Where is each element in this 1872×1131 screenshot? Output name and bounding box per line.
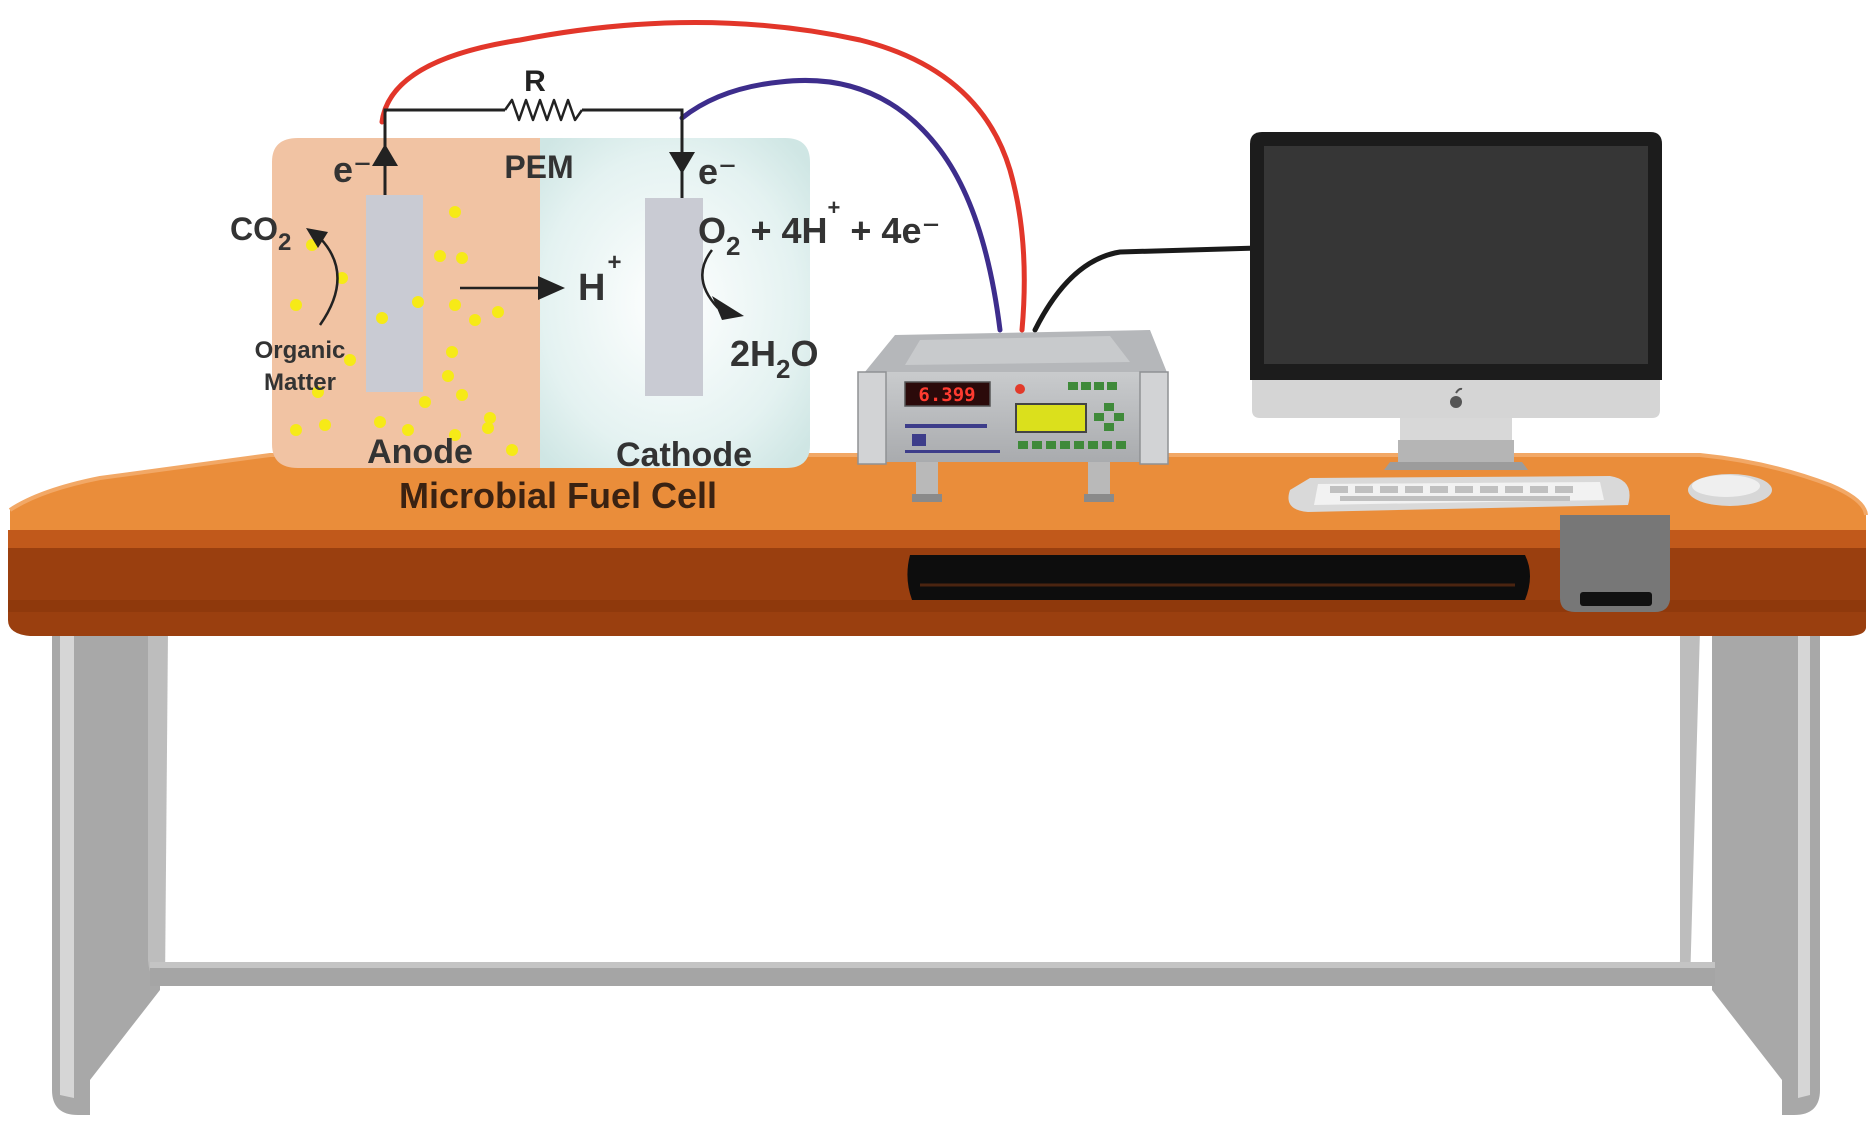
organic-matter-label-line2: Matter	[264, 369, 336, 396]
fuel-cell-title: Microbial Fuel Cell	[399, 475, 717, 516]
multimeter-device: 6.399	[857, 330, 1169, 502]
wires	[379, 20, 1261, 333]
resistor-icon	[503, 98, 584, 122]
dpad-icon	[1094, 403, 1124, 431]
blue-wire	[679, 77, 1003, 333]
organic-matter-label-line1: Organic	[255, 337, 346, 364]
top-button-row	[1068, 382, 1117, 390]
oxygen-to-water-arrow-icon	[701, 249, 719, 309]
table-legs	[52, 630, 1820, 1115]
organic-to-co2-arrow-icon	[318, 237, 339, 326]
pem-label: PEM	[504, 149, 573, 185]
water-label: 2H2O	[730, 333, 819, 384]
device-readout-value: 6.399	[918, 384, 975, 406]
resistor-label: R	[524, 65, 546, 98]
bacteria-dots	[290, 206, 518, 456]
device-lcd-screen	[1015, 403, 1087, 433]
bottom-button-row	[1018, 441, 1126, 449]
cathode-electron-label: e⁻	[698, 151, 737, 192]
computer-monitor	[1250, 132, 1662, 470]
keyboard-tray	[1560, 515, 1670, 612]
fuel-cell: R PEM e⁻ e⁻ CO2 Organic Matter H+ O2 + 4…	[230, 65, 940, 516]
red-wire	[379, 20, 1027, 333]
anode-electrode	[366, 195, 423, 392]
electron-up-arrow-icon	[372, 144, 398, 166]
cathode-label: Cathode	[616, 436, 752, 474]
drawer-slot	[907, 555, 1530, 600]
table	[8, 453, 1868, 1115]
proton-label: H+	[578, 249, 621, 309]
circuit-wire-right	[582, 108, 684, 160]
mouse	[1688, 474, 1772, 506]
circuit-wire-left	[383, 108, 505, 195]
keyboard	[1288, 476, 1630, 512]
device-readout-screen	[904, 381, 991, 407]
cathode-electrode	[645, 198, 703, 396]
anode-electron-label: e⁻	[333, 149, 372, 190]
power-indicator-icon	[1015, 384, 1025, 394]
reduction-reaction-label: O2 + 4H+ + 4e⁻	[698, 195, 940, 261]
monitor-screen	[1264, 146, 1648, 364]
apple-logo-icon	[1450, 387, 1463, 408]
anode-label: Anode	[367, 433, 473, 471]
electron-down-arrow-icon	[669, 152, 695, 174]
co2-label: CO2	[230, 211, 291, 256]
black-wire	[1032, 245, 1261, 333]
